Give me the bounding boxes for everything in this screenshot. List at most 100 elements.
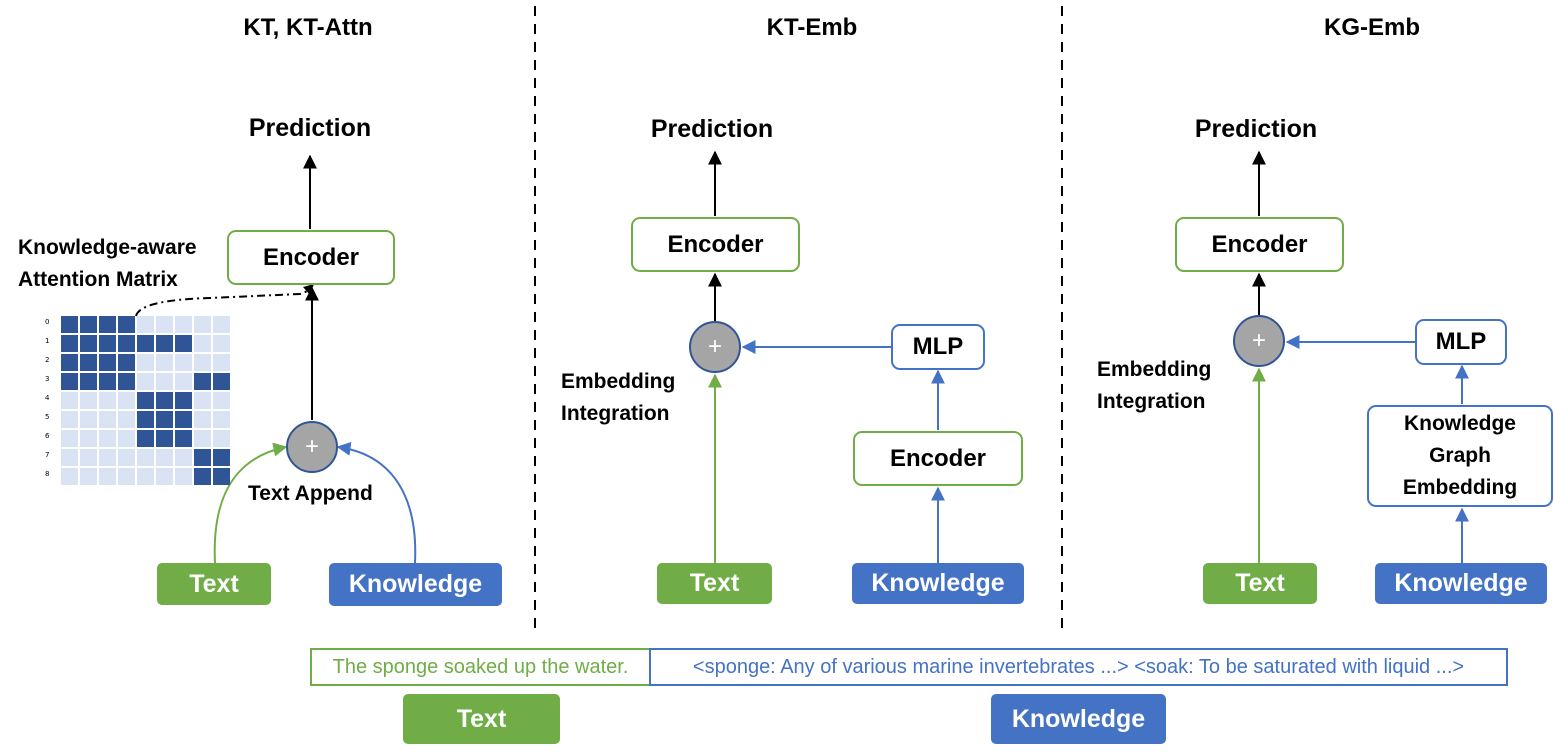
attention-arrowhead: [303, 284, 314, 295]
matrix-cell: [80, 411, 97, 428]
matrix-cell: [61, 449, 78, 466]
arrow-matrix-to-encoder: [135, 288, 314, 317]
matrix-cell: [61, 373, 78, 390]
knowledge-segment-label: Knowledge: [991, 694, 1166, 744]
matrix-cell: [118, 316, 135, 333]
matrix-cell: [213, 316, 230, 333]
matrix-cell: [213, 411, 230, 428]
matrix-cell: [99, 430, 116, 447]
arrow-knowledge-to-plus-1: [336, 441, 417, 564]
matrix-cell: [156, 373, 173, 390]
embedding-integration-line1: Embedding: [561, 370, 676, 393]
attention-matrix-label: Knowledge-aware Attention Matrix: [18, 232, 197, 296]
matrix-cell: [137, 411, 154, 428]
embedding-integration-line1: Embedding: [1097, 358, 1212, 381]
text-input-3: Text: [1203, 563, 1317, 604]
matrix-cell: [175, 449, 192, 466]
arrow-text-to-plus-1: [213, 442, 288, 564]
matrix-cell: [118, 354, 135, 371]
matrix-cell: [175, 354, 192, 371]
matrix-cell: [99, 335, 116, 352]
matrix-cell: [137, 392, 154, 409]
matrix-cell: [118, 392, 135, 409]
matrix-cell: [61, 316, 78, 333]
matrix-row-label: 7: [45, 451, 50, 459]
embedding-integration-line2: Integration: [561, 402, 670, 425]
matrix-row-label: 8: [45, 470, 50, 478]
encoder-box-2: Encoder: [631, 217, 800, 272]
matrix-cell: [137, 316, 154, 333]
mlp-box-2: MLP: [891, 324, 985, 370]
panel-title-kt-emb: KT-Emb: [766, 14, 858, 41]
matrix-cell: [99, 411, 116, 428]
matrix-cell: [80, 316, 97, 333]
matrix-cell: [194, 468, 211, 485]
matrix-row-label: 5: [45, 413, 50, 421]
matrix-cell: [61, 411, 78, 428]
matrix-cell: [99, 373, 116, 390]
matrix-cell: [175, 392, 192, 409]
encoder-box-1: Encoder: [227, 230, 395, 285]
matrix-cell: [175, 373, 192, 390]
matrix-cell: [137, 354, 154, 371]
matrix-cell: [175, 430, 192, 447]
plus-node-1: +: [286, 421, 338, 473]
text-input-1: Text: [157, 563, 271, 605]
matrix-cell: [194, 392, 211, 409]
matrix-cell: [156, 335, 173, 352]
kge-line3: Embedding: [1402, 476, 1518, 499]
matrix-cell: [99, 392, 116, 409]
matrix-cell: [175, 316, 192, 333]
matrix-cell: [118, 335, 135, 352]
matrix-cell: [80, 468, 97, 485]
matrix-cell: [118, 468, 135, 485]
matrix-cell: [118, 449, 135, 466]
matrix-cell: [80, 354, 97, 371]
matrix-cell: [156, 354, 173, 371]
panel-title-kt-attn: KT, KT-Attn: [243, 14, 373, 41]
attention-matrix-label-line2: Attention Matrix: [18, 268, 178, 291]
matrix-cell: [80, 335, 97, 352]
matrix-cell: [156, 392, 173, 409]
matrix-cell: [61, 430, 78, 447]
matrix-row-label: 3: [45, 375, 50, 383]
matrix-cell: [61, 354, 78, 371]
matrix-cell: [80, 449, 97, 466]
embedding-integration-label-2: Embedding Integration: [561, 366, 675, 430]
matrix-row-label: 6: [45, 432, 50, 440]
matrix-cell: [80, 430, 97, 447]
matrix-cell: [118, 411, 135, 428]
knowledge-encoder-box-2: Encoder: [853, 431, 1023, 486]
kge-line2: Graph: [1429, 444, 1491, 467]
matrix-cell: [156, 449, 173, 466]
matrix-cell: [80, 392, 97, 409]
text-sequence-segment: The sponge soaked up the water.: [310, 648, 651, 686]
matrix-cell: [194, 316, 211, 333]
matrix-cell: [156, 316, 173, 333]
matrix-cell: [194, 430, 211, 447]
attention-matrix-label-line1: Knowledge-aware: [18, 236, 197, 259]
matrix-cell: [194, 354, 211, 371]
matrix-cell: [137, 373, 154, 390]
attention-matrix: [61, 316, 230, 485]
plus-node-3: +: [1233, 315, 1285, 367]
prediction-label-3: Prediction: [1194, 115, 1318, 143]
matrix-cell: [175, 411, 192, 428]
matrix-cell: [213, 373, 230, 390]
plus-node-2: +: [689, 321, 741, 373]
matrix-cell: [99, 316, 116, 333]
matrix-cell: [213, 468, 230, 485]
matrix-cell: [61, 392, 78, 409]
matrix-cell: [175, 468, 192, 485]
matrix-cell: [137, 468, 154, 485]
text-segment-label: Text: [403, 694, 560, 744]
matrix-cell: [118, 373, 135, 390]
matrix-cell: [156, 430, 173, 447]
prediction-label-1: Prediction: [248, 114, 372, 142]
matrix-cell: [175, 335, 192, 352]
matrix-cell: [213, 449, 230, 466]
matrix-cell: [156, 411, 173, 428]
matrix-cell: [80, 373, 97, 390]
